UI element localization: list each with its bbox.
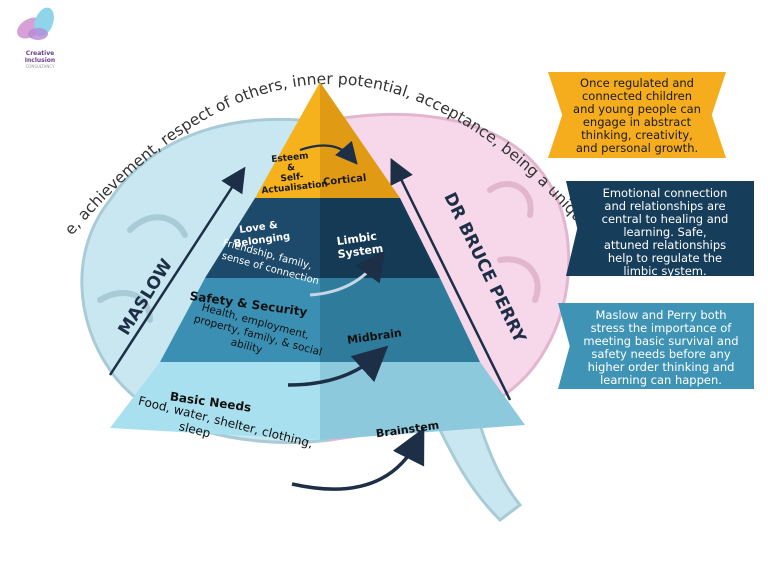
note-line: limbic system. (623, 264, 707, 278)
note-regulated: Once regulated and connected children an… (548, 72, 726, 158)
note-line: attuned relationships (603, 238, 727, 252)
basic-front-face (110, 362, 320, 440)
note-line: Emotional connection (602, 186, 728, 200)
note-line: engage in abstract (582, 115, 692, 129)
perry-arrow (390, 158, 512, 401)
brain-stem (437, 423, 523, 522)
note-line: safety needs before any (591, 347, 731, 361)
note-line: Once regulated and (580, 76, 694, 90)
brainstem-arrow (291, 427, 425, 491)
love-front-face (205, 198, 320, 278)
limbic-arrow (309, 250, 386, 297)
note-line: Maslow and Perry both (595, 308, 727, 322)
midbrain-arrow (287, 345, 389, 387)
brain-fold-4 (497, 256, 541, 303)
note-line: stress the importance of (590, 321, 732, 335)
note-line: and relationships are (604, 199, 726, 213)
note-line: meeting basic survival and (583, 334, 739, 348)
note-line: central to healing and (601, 212, 729, 226)
note-line: higher order thinking and (587, 360, 735, 374)
logo-tagline: CONSULTANCY (25, 64, 55, 69)
note-emotional-connection: Emotional connection and relationships a… (566, 181, 754, 276)
love-region: Limbic System (335, 229, 384, 261)
maslow-arrow (108, 166, 246, 376)
pyramid-level-esteem (255, 82, 400, 198)
pyramid-level-safety (160, 278, 480, 362)
esteem-side-face (320, 82, 400, 198)
esteem-title: Esteem & Self- Actualisation (258, 150, 328, 197)
note-maslow-perry: Maslow and Perry both stress the importa… (558, 303, 754, 389)
note-line: learning. Safe, (623, 225, 707, 239)
esteem-region: Cortical (323, 173, 367, 188)
note-line: thinking, creativity, (581, 128, 693, 142)
note-line: and personal growth. (575, 141, 699, 155)
love-side-face (320, 198, 440, 278)
safety-front-face (160, 278, 320, 362)
note-line: and young people can (573, 102, 701, 116)
logo-name: Creative Inclusion (24, 50, 56, 64)
note-line: connected children (581, 89, 692, 103)
note-line: help to regulate the (607, 251, 723, 265)
logo (17, 7, 54, 40)
logo-text: Creative Inclusion CONSULTANCY (10, 50, 70, 69)
cortical-arrow (299, 140, 358, 165)
brain-fold-3 (487, 181, 534, 218)
safety-side-face (320, 278, 480, 362)
esteem-front-face (255, 82, 320, 198)
pyramid-level-love (205, 198, 440, 278)
brain-fold-1 (127, 214, 188, 238)
butterfly-wing-mid (28, 28, 48, 40)
note-line: learning can happen. (600, 373, 722, 387)
